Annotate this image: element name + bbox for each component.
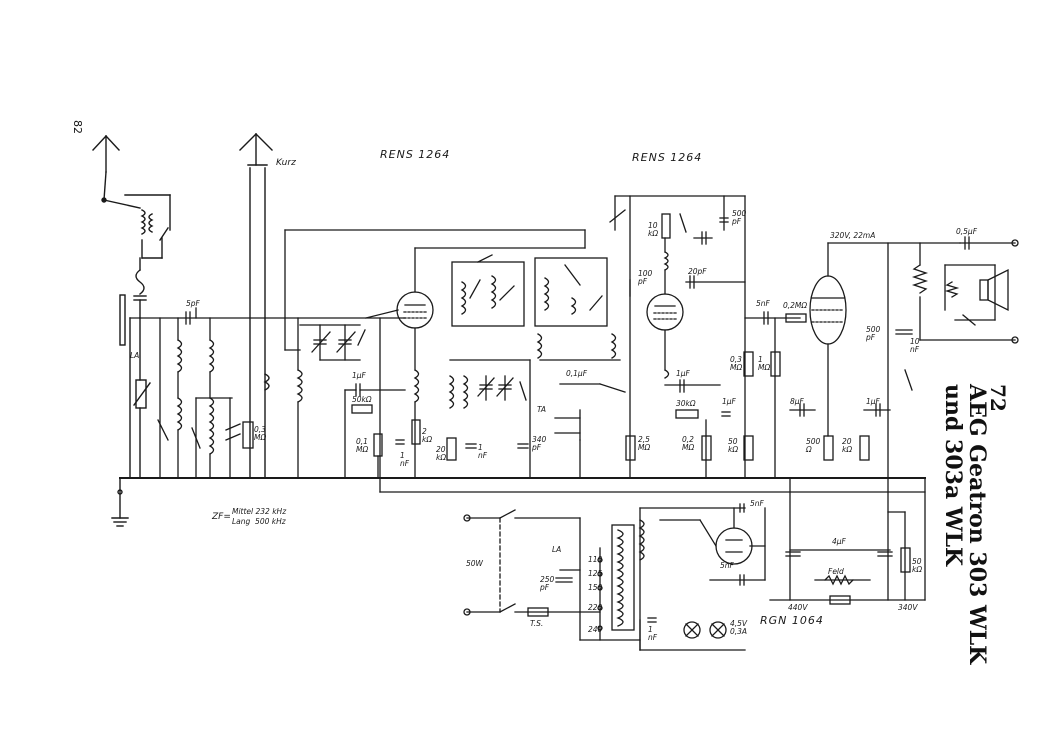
label-tap-125: 125 <box>588 569 603 578</box>
preselector <box>446 359 626 479</box>
label-c-1nf-b: 1 nF <box>478 443 488 460</box>
label-r-25m: 2,5 MΩ <box>638 435 651 452</box>
label-r-1m: 1 MΩ <box>758 355 771 372</box>
label-c-250pf: 250 pF <box>540 575 555 592</box>
label-c-1nf-a: 1 nF <box>400 451 410 468</box>
label-r-50k-b: 50 kΩ <box>728 437 739 454</box>
label-r-20k: 20 kΩ <box>436 445 447 462</box>
label-c-8uf: 8μF <box>790 397 804 406</box>
title-line2: und 303a WLK <box>940 384 966 567</box>
label-v-440: 440V <box>788 603 808 612</box>
label-c-500pf-b: 500 pF <box>866 325 881 342</box>
label-c-5nf-b: 5nF <box>750 499 764 508</box>
label-r-10k: 10 kΩ <box>648 221 659 238</box>
label-r-2k: 2 kΩ <box>422 427 433 444</box>
label-tap-150: 150 <box>588 583 603 592</box>
label-la-2: LA <box>552 545 562 554</box>
label-c-1nf-c: 1 nF <box>648 625 658 642</box>
title-line1: AEG Geatron 303 WLK <box>964 384 990 665</box>
label-feld: Feld <box>828 567 844 576</box>
label-r-30k: 30kΩ <box>676 399 696 408</box>
label-r-01m: 0,1 MΩ <box>356 437 369 454</box>
page-number: 82 <box>71 120 84 134</box>
label-la: LA <box>130 351 140 360</box>
label-tap-110: 110 <box>588 555 603 564</box>
label-c-500pf-a: 500 pF <box>732 209 747 226</box>
label-tap-220: 220 <box>588 603 603 612</box>
label-v-340: 340V <box>898 603 918 612</box>
if-note-line2: Lang 500 kHz <box>232 517 286 526</box>
label-c-4uf: 4μF <box>832 537 846 546</box>
power-supply <box>463 477 926 651</box>
mixer-tuned-circuit <box>284 229 586 479</box>
label-c-1uf-d: 1μF <box>866 397 880 406</box>
label-r-03m-b: 0,3 MΩ <box>730 355 743 372</box>
label-c-10nf: 10 nF <box>910 337 920 354</box>
label-lamp: 4,5V 0,3A <box>730 619 748 636</box>
input-coils <box>157 307 254 479</box>
label-c-5nf-c: 5nF <box>720 561 734 570</box>
if-note-line1: Mittel 232 kHz <box>232 507 287 516</box>
if-filter-1 <box>451 254 621 361</box>
label-r-03m-a: 0,3 MΩ <box>254 425 267 442</box>
label-c-1uf-b: 1μF <box>676 369 690 378</box>
label-c-05uf: 0,5μF <box>956 227 978 236</box>
label-r-50k-c: 50 kΩ <box>912 557 923 574</box>
label-c-5nf-a: 5nF <box>756 299 770 308</box>
antenna-kurz <box>239 133 273 479</box>
tube-label-if: RENS 1264 <box>632 151 703 164</box>
antenna-left <box>92 135 171 527</box>
label-c-1uf-a: 1μF <box>352 371 366 380</box>
label-r-02m-b: 0,2MΩ <box>783 301 808 310</box>
label-r-02m-a: 0,2 MΩ <box>682 435 695 452</box>
label-supply: 320V, 22mA <box>830 231 876 240</box>
label-kurz: Kurz <box>276 158 296 168</box>
label-c-01uf: 0,1μF <box>566 369 588 378</box>
label-c-1uf-c: 1μF <box>722 397 736 406</box>
label-ta: TA <box>537 405 547 414</box>
label-c-100pf: 100 pF <box>638 269 653 286</box>
label-r-20k-b: 20 kΩ <box>842 437 853 454</box>
label-c-5pf: 5pF <box>186 299 200 308</box>
output-stage <box>721 236 1019 479</box>
tube-label-rectifier: RGN 1064 <box>760 614 824 627</box>
label-c-20pf: 20pF <box>688 267 707 276</box>
label-mains: 50W <box>466 559 483 568</box>
label-r-500: 500 Ω <box>806 437 821 454</box>
label-ts: T.S. <box>530 619 544 628</box>
label-r-50k: 50kΩ <box>352 395 372 404</box>
tube-1 <box>344 229 586 479</box>
label-c-340pf: 340 pF <box>532 435 547 452</box>
label-tap-240: 240 <box>588 625 603 634</box>
tube-label-mixer: RENS 1264 <box>380 148 451 161</box>
if-note-prefix: ZF= <box>212 512 231 522</box>
tube-2 <box>609 195 746 479</box>
